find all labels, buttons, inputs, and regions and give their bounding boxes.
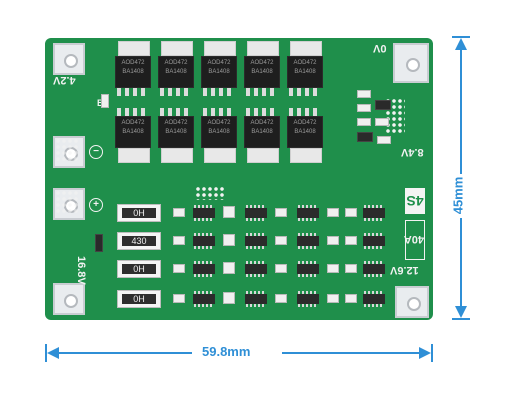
cap-2: 430 [117, 232, 161, 250]
pad-bottom-left [53, 283, 85, 315]
row1-ic-b [245, 205, 267, 221]
row4-ic-a [193, 291, 215, 307]
row1-res-a [173, 208, 185, 217]
height-dim-tick-bottom [452, 318, 470, 320]
cap-4: 0H [117, 290, 161, 308]
row4-ic-c [297, 291, 319, 307]
row3-ic-c [297, 261, 319, 277]
pad-bottom-right [395, 286, 429, 318]
row4-ic-d [363, 291, 385, 307]
row3-ic-a [193, 261, 215, 277]
row3-res-e [345, 264, 357, 273]
width-dim-arrow-right-icon [419, 347, 431, 359]
via-field-left [55, 138, 79, 162]
height-dim-line-bottom [460, 218, 462, 312]
row1-res-d [327, 208, 339, 217]
row3-res-c [275, 264, 287, 273]
row2-res-e [345, 236, 357, 245]
row3-res-d [327, 264, 339, 273]
label-8-4v: 8.4V [401, 146, 424, 158]
cap-1: 0H [117, 204, 161, 222]
label-0v: 0V [373, 42, 387, 54]
width-dim-line-right [282, 352, 424, 354]
row2-res-b [223, 234, 235, 246]
label-40a: 40A [404, 220, 425, 260]
height-dim-label: 45mm [450, 176, 466, 215]
via-field-left-2 [55, 190, 79, 214]
width-dim-arrow-left-icon [47, 347, 59, 359]
row4-res-d [327, 294, 339, 303]
minus-symbol: − [89, 145, 103, 159]
ic-sot-2 [357, 132, 373, 142]
label-b: B [97, 98, 104, 108]
row4-ic-b [245, 291, 267, 307]
row1-res-b [223, 206, 235, 218]
height-dim-arrow-top-icon [455, 38, 467, 50]
resistor-r1 [357, 90, 371, 98]
row3-ic-b [245, 261, 267, 277]
row2-res-a [173, 236, 185, 245]
width-dim-line-left [52, 352, 192, 354]
row2-ic-a [193, 233, 215, 249]
plus-symbol: + [89, 198, 103, 212]
row4-res-b [223, 292, 235, 304]
height-dim-arrow-bottom-icon [455, 306, 467, 318]
bms-pcb-board: 0V 4.2V 8.4V 12.6V 16.8V B 4S 40A − + AO… [45, 38, 433, 320]
ic-sot-1 [375, 100, 391, 110]
row2-ic-d [363, 233, 385, 249]
pad-top-right [393, 43, 429, 83]
row2-ic-b [245, 233, 267, 249]
row1-res-c [275, 208, 287, 217]
resistor-r3 [357, 118, 371, 126]
resistor-r4 [375, 118, 389, 126]
resistor-r2 [357, 104, 371, 112]
row1-ic-a [193, 205, 215, 221]
label-4s: 4S [405, 188, 425, 214]
row1-res-e [345, 208, 357, 217]
row4-res-a [173, 294, 185, 303]
row1-ic-c [297, 205, 319, 221]
width-dim-tick-left [45, 344, 47, 362]
label-16-8v: 16.8V [75, 256, 87, 285]
row3-res-b [223, 262, 235, 274]
pad-top-left [53, 43, 85, 75]
label-4-2v: 4.2V [53, 74, 76, 86]
row4-res-c [275, 294, 287, 303]
width-dim-tick-right [431, 344, 433, 362]
label-12-6v: 12.6V [390, 264, 419, 276]
height-dim-line-top [460, 44, 462, 174]
row2-res-c [275, 236, 287, 245]
row3-ic-d [363, 261, 385, 277]
cap-3: 0H [117, 260, 161, 278]
resistor-left-edge [95, 234, 103, 252]
row2-ic-c [297, 233, 319, 249]
width-dim-label: 59.8mm [202, 344, 251, 359]
row2-res-d [327, 236, 339, 245]
row4-res-e [345, 294, 357, 303]
via-field-center [195, 186, 225, 200]
resistor-r5 [377, 136, 391, 144]
row1-ic-d [363, 205, 385, 221]
resistor-r6 [101, 94, 109, 108]
row3-res-a [173, 264, 185, 273]
height-dim-tick-top [452, 36, 470, 38]
